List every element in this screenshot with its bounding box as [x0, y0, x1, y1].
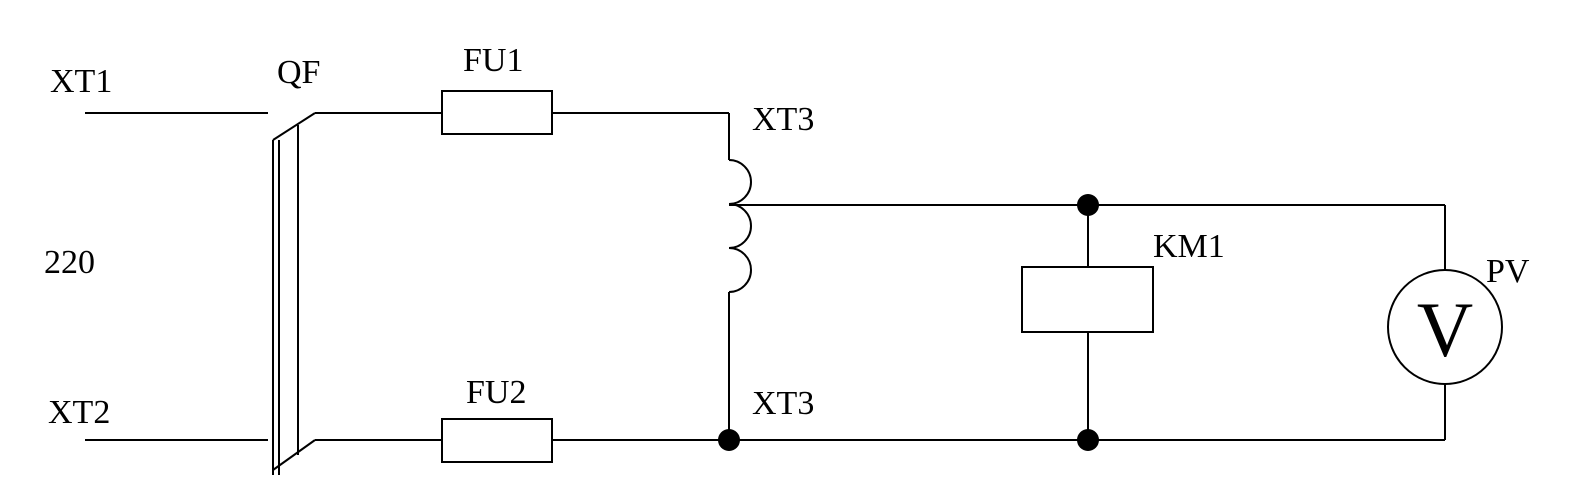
voltage-label: 220	[44, 244, 95, 281]
winding-coil	[728, 159, 752, 293]
xt3-bottom-label: XT3	[752, 385, 814, 422]
pv-label: PV	[1486, 253, 1530, 290]
junction-dot-bottom-left	[718, 429, 740, 451]
fu2-label: FU2	[466, 374, 526, 411]
km1-coil	[1021, 266, 1154, 333]
junction-dot-top	[1077, 194, 1099, 216]
qf-label: QF	[277, 54, 320, 91]
junction-dot-bottom-right	[1077, 429, 1099, 451]
km1-label: KM1	[1153, 228, 1225, 265]
qf-bottom-contact	[272, 439, 316, 471]
xt1-label: XT1	[50, 63, 112, 100]
xt3-top-label: XT3	[752, 101, 814, 138]
qf-top-contact	[272, 112, 316, 141]
fu1-label: FU1	[463, 42, 523, 79]
voltmeter-symbol: V	[1417, 286, 1473, 373]
fu1-fuse	[441, 90, 553, 135]
qf-breaker	[272, 112, 316, 475]
fu2-fuse	[441, 418, 553, 463]
xt3-winding	[728, 113, 752, 440]
xt2-label: XT2	[48, 394, 110, 431]
